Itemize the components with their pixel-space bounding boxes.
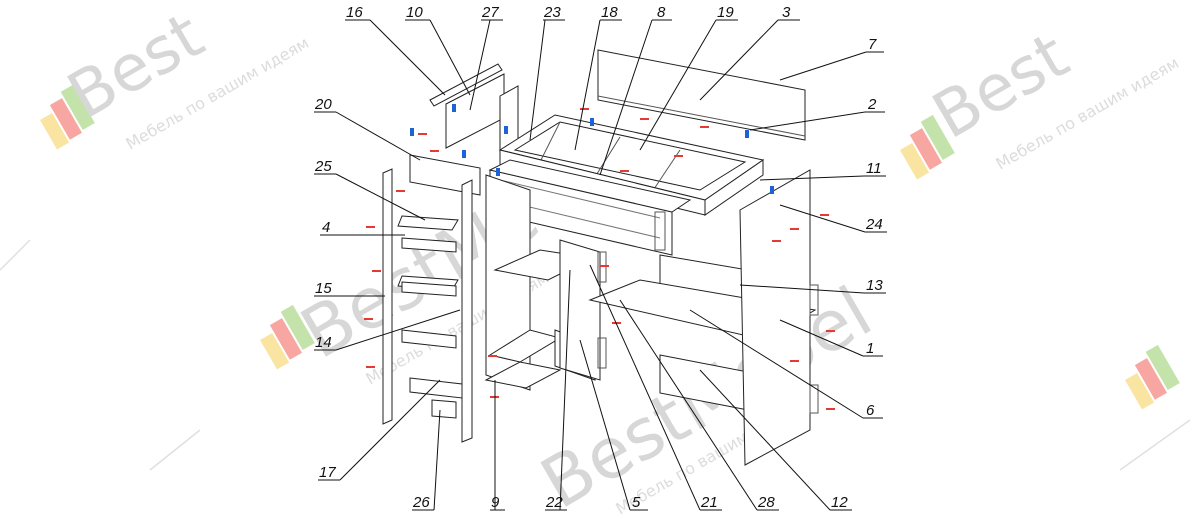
callout-20: 20 — [314, 96, 332, 113]
part-shelf-25 — [397, 215, 459, 231]
callout-6: 6 — [866, 402, 875, 419]
callout-17: 17 — [319, 464, 336, 481]
callout-25: 25 — [314, 158, 332, 175]
part-drawer-box-top — [488, 159, 692, 213]
callout-26: 26 — [412, 494, 430, 511]
callout-10: 10 — [406, 4, 423, 21]
callout-19: 19 — [717, 4, 734, 21]
part-bracket-26 — [431, 399, 457, 419]
callout-14: 14 — [315, 334, 332, 351]
callout-11: 11 — [866, 160, 882, 177]
leader-lines — [314, 19, 887, 511]
part-back-rail — [597, 49, 806, 141]
callout-3: 3 — [782, 4, 791, 21]
callout-18: 18 — [601, 4, 618, 21]
furniture-drawing — [382, 49, 819, 466]
callout-23: 23 — [543, 4, 561, 21]
callout-22: 22 — [545, 494, 563, 511]
callout-7: 7 — [868, 36, 877, 53]
callout-13: 13 — [866, 277, 883, 294]
part-drawer-side — [704, 159, 764, 216]
logo-leaves-icon — [260, 304, 315, 370]
callout-2: 2 — [867, 96, 877, 113]
part-cabinet-base — [484, 361, 562, 389]
part-top-strip — [429, 63, 503, 107]
callout-16: 16 — [346, 4, 363, 21]
part-shelf-14 — [401, 329, 457, 349]
logo-leaves-icon — [900, 114, 955, 180]
callout-4: 4 — [322, 219, 330, 236]
callout-28: 28 — [757, 494, 775, 511]
part-vertical-9 — [461, 179, 473, 443]
callout-1: 1 — [866, 340, 874, 357]
callout-27: 27 — [481, 4, 499, 21]
callout-12: 12 — [831, 494, 848, 511]
part-vertical-rear — [485, 174, 531, 391]
part-bracket-4 — [401, 237, 457, 253]
logo-leaves-icon — [1125, 344, 1180, 410]
callout-9: 9 — [491, 494, 500, 511]
part-bracket-mid — [401, 281, 457, 297]
callout-labels: 16 10 27 23 18 8 19 3 7 2 11 24 13 1 6 1… — [314, 4, 883, 511]
part-drawer-inner — [513, 121, 747, 191]
callout-5: 5 — [632, 494, 641, 511]
part-left-panel — [382, 168, 393, 425]
callout-24: 24 — [865, 216, 883, 233]
fastener-marks — [364, 104, 835, 410]
part-right-side — [739, 169, 811, 466]
logo-leaves-icon — [40, 84, 95, 150]
callout-8: 8 — [657, 4, 666, 21]
part-panel-17 — [409, 377, 463, 399]
callout-21: 21 — [700, 494, 718, 511]
callout-15: 15 — [315, 280, 332, 297]
